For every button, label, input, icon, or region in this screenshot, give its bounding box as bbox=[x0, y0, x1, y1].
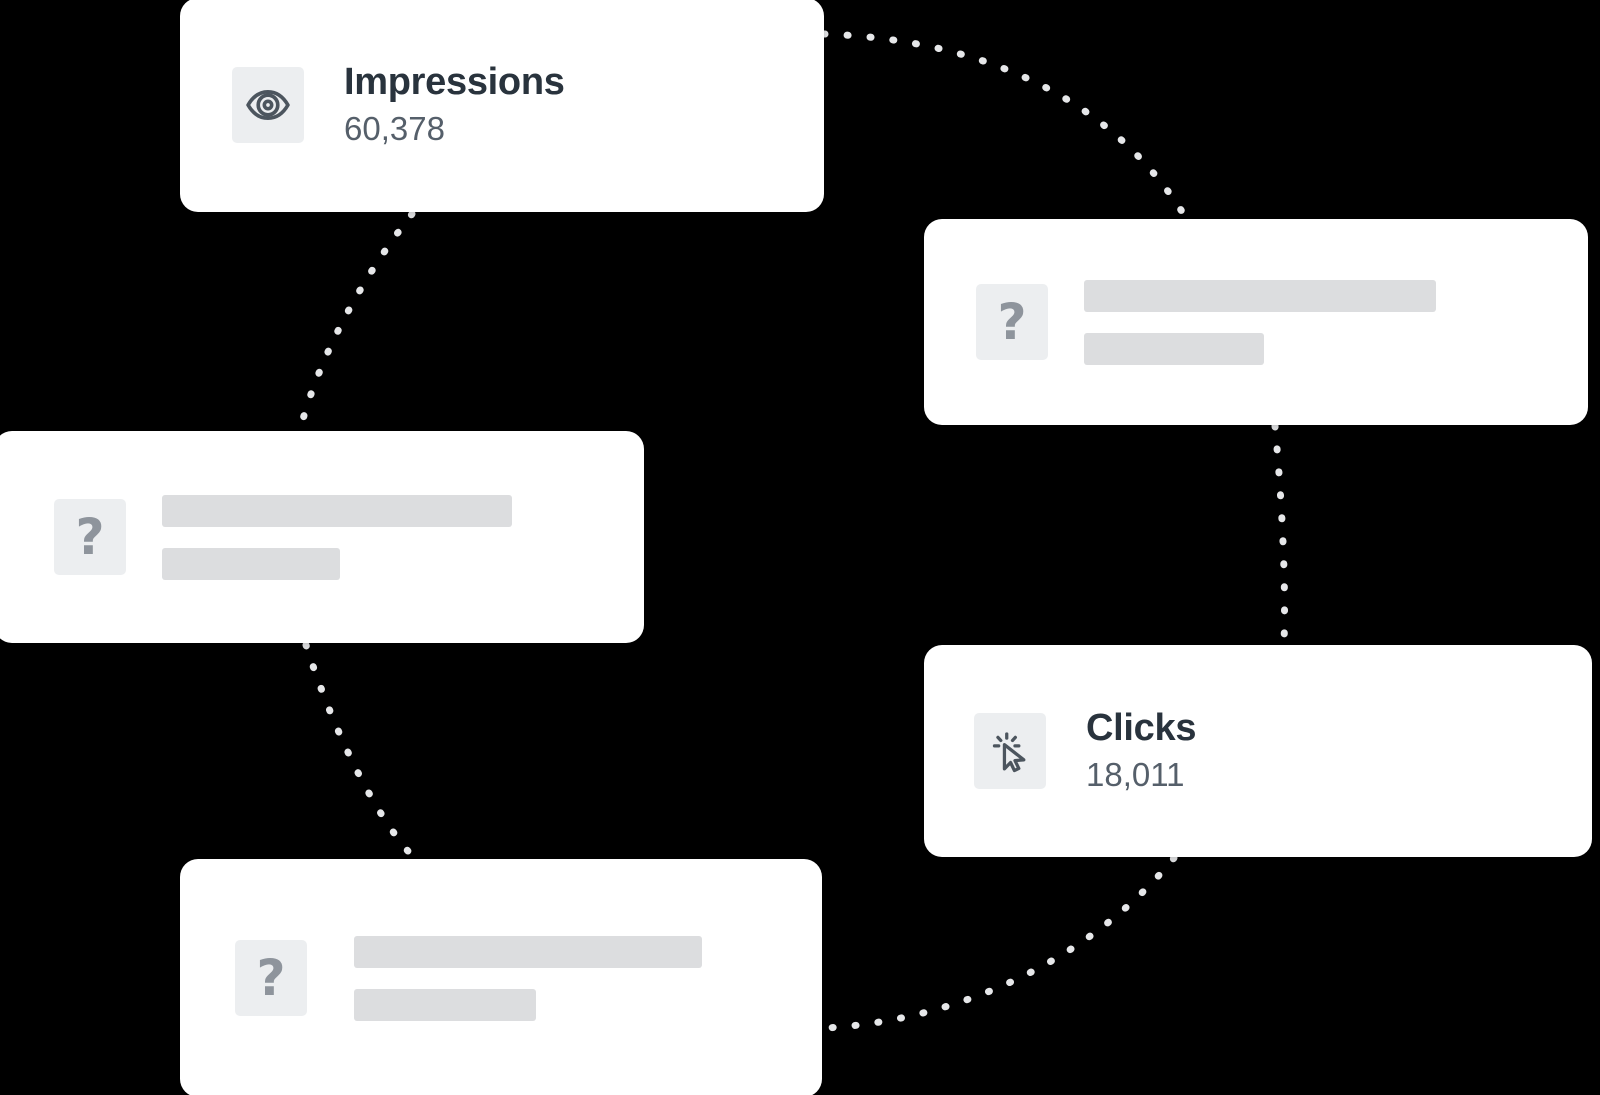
metric-card-clicks[interactable]: Clicks 18,011 bbox=[924, 645, 1592, 857]
skeleton-bar-value bbox=[1084, 332, 1264, 365]
skeleton-bar-title bbox=[354, 935, 702, 968]
eye-icon bbox=[232, 66, 304, 143]
connector-clicks-to-placeholder-bottom bbox=[822, 854, 1178, 1032]
metric-value: 18,011 bbox=[1086, 755, 1185, 793]
metric-text-block: Impressions 60,378 bbox=[344, 61, 565, 149]
question-mark-glyph: ? bbox=[256, 949, 286, 1007]
connector-placeholder-right-to-clicks bbox=[1271, 422, 1289, 648]
metric-text-block: Clicks 18,011 bbox=[1086, 707, 1196, 795]
card-content: ? bbox=[54, 494, 644, 580]
connector-impressions-to-placeholder-left bbox=[296, 210, 416, 434]
skeleton-block bbox=[354, 935, 702, 1021]
skeleton-block bbox=[1084, 279, 1436, 365]
skeleton-block bbox=[162, 494, 512, 580]
question-mark-glyph: ? bbox=[997, 293, 1027, 351]
question-mark-icon: ? bbox=[976, 284, 1048, 360]
question-mark-glyph: ? bbox=[75, 508, 105, 566]
metric-title: Clicks bbox=[1086, 707, 1197, 750]
question-mark-icon: ? bbox=[235, 940, 307, 1016]
question-mark-icon: ? bbox=[54, 499, 126, 575]
connector-placeholder-left-to-placeholder-bottom bbox=[302, 641, 418, 862]
skeleton-bar-title bbox=[162, 494, 512, 527]
skeleton-bar-value bbox=[162, 547, 340, 580]
metric-value: 60,378 bbox=[344, 109, 445, 147]
metric-card-impressions[interactable]: Impressions 60,378 bbox=[180, 0, 824, 212]
placeholder-card-left[interactable]: ? bbox=[0, 431, 644, 643]
placeholder-card-right[interactable]: ? bbox=[924, 219, 1588, 425]
card-content: ? bbox=[235, 935, 822, 1021]
skeleton-bar-title bbox=[1084, 279, 1436, 312]
skeleton-bar-value bbox=[354, 988, 536, 1021]
card-content: Impressions 60,378 bbox=[232, 61, 824, 149]
card-content: Clicks 18,011 bbox=[974, 707, 1592, 795]
card-content: ? bbox=[976, 279, 1588, 365]
connector-impressions-to-placeholder-right bbox=[820, 30, 1190, 222]
placeholder-card-bottom[interactable]: ? bbox=[180, 859, 822, 1095]
cursor-click-icon bbox=[974, 712, 1046, 789]
metric-title: Impressions bbox=[344, 61, 565, 104]
